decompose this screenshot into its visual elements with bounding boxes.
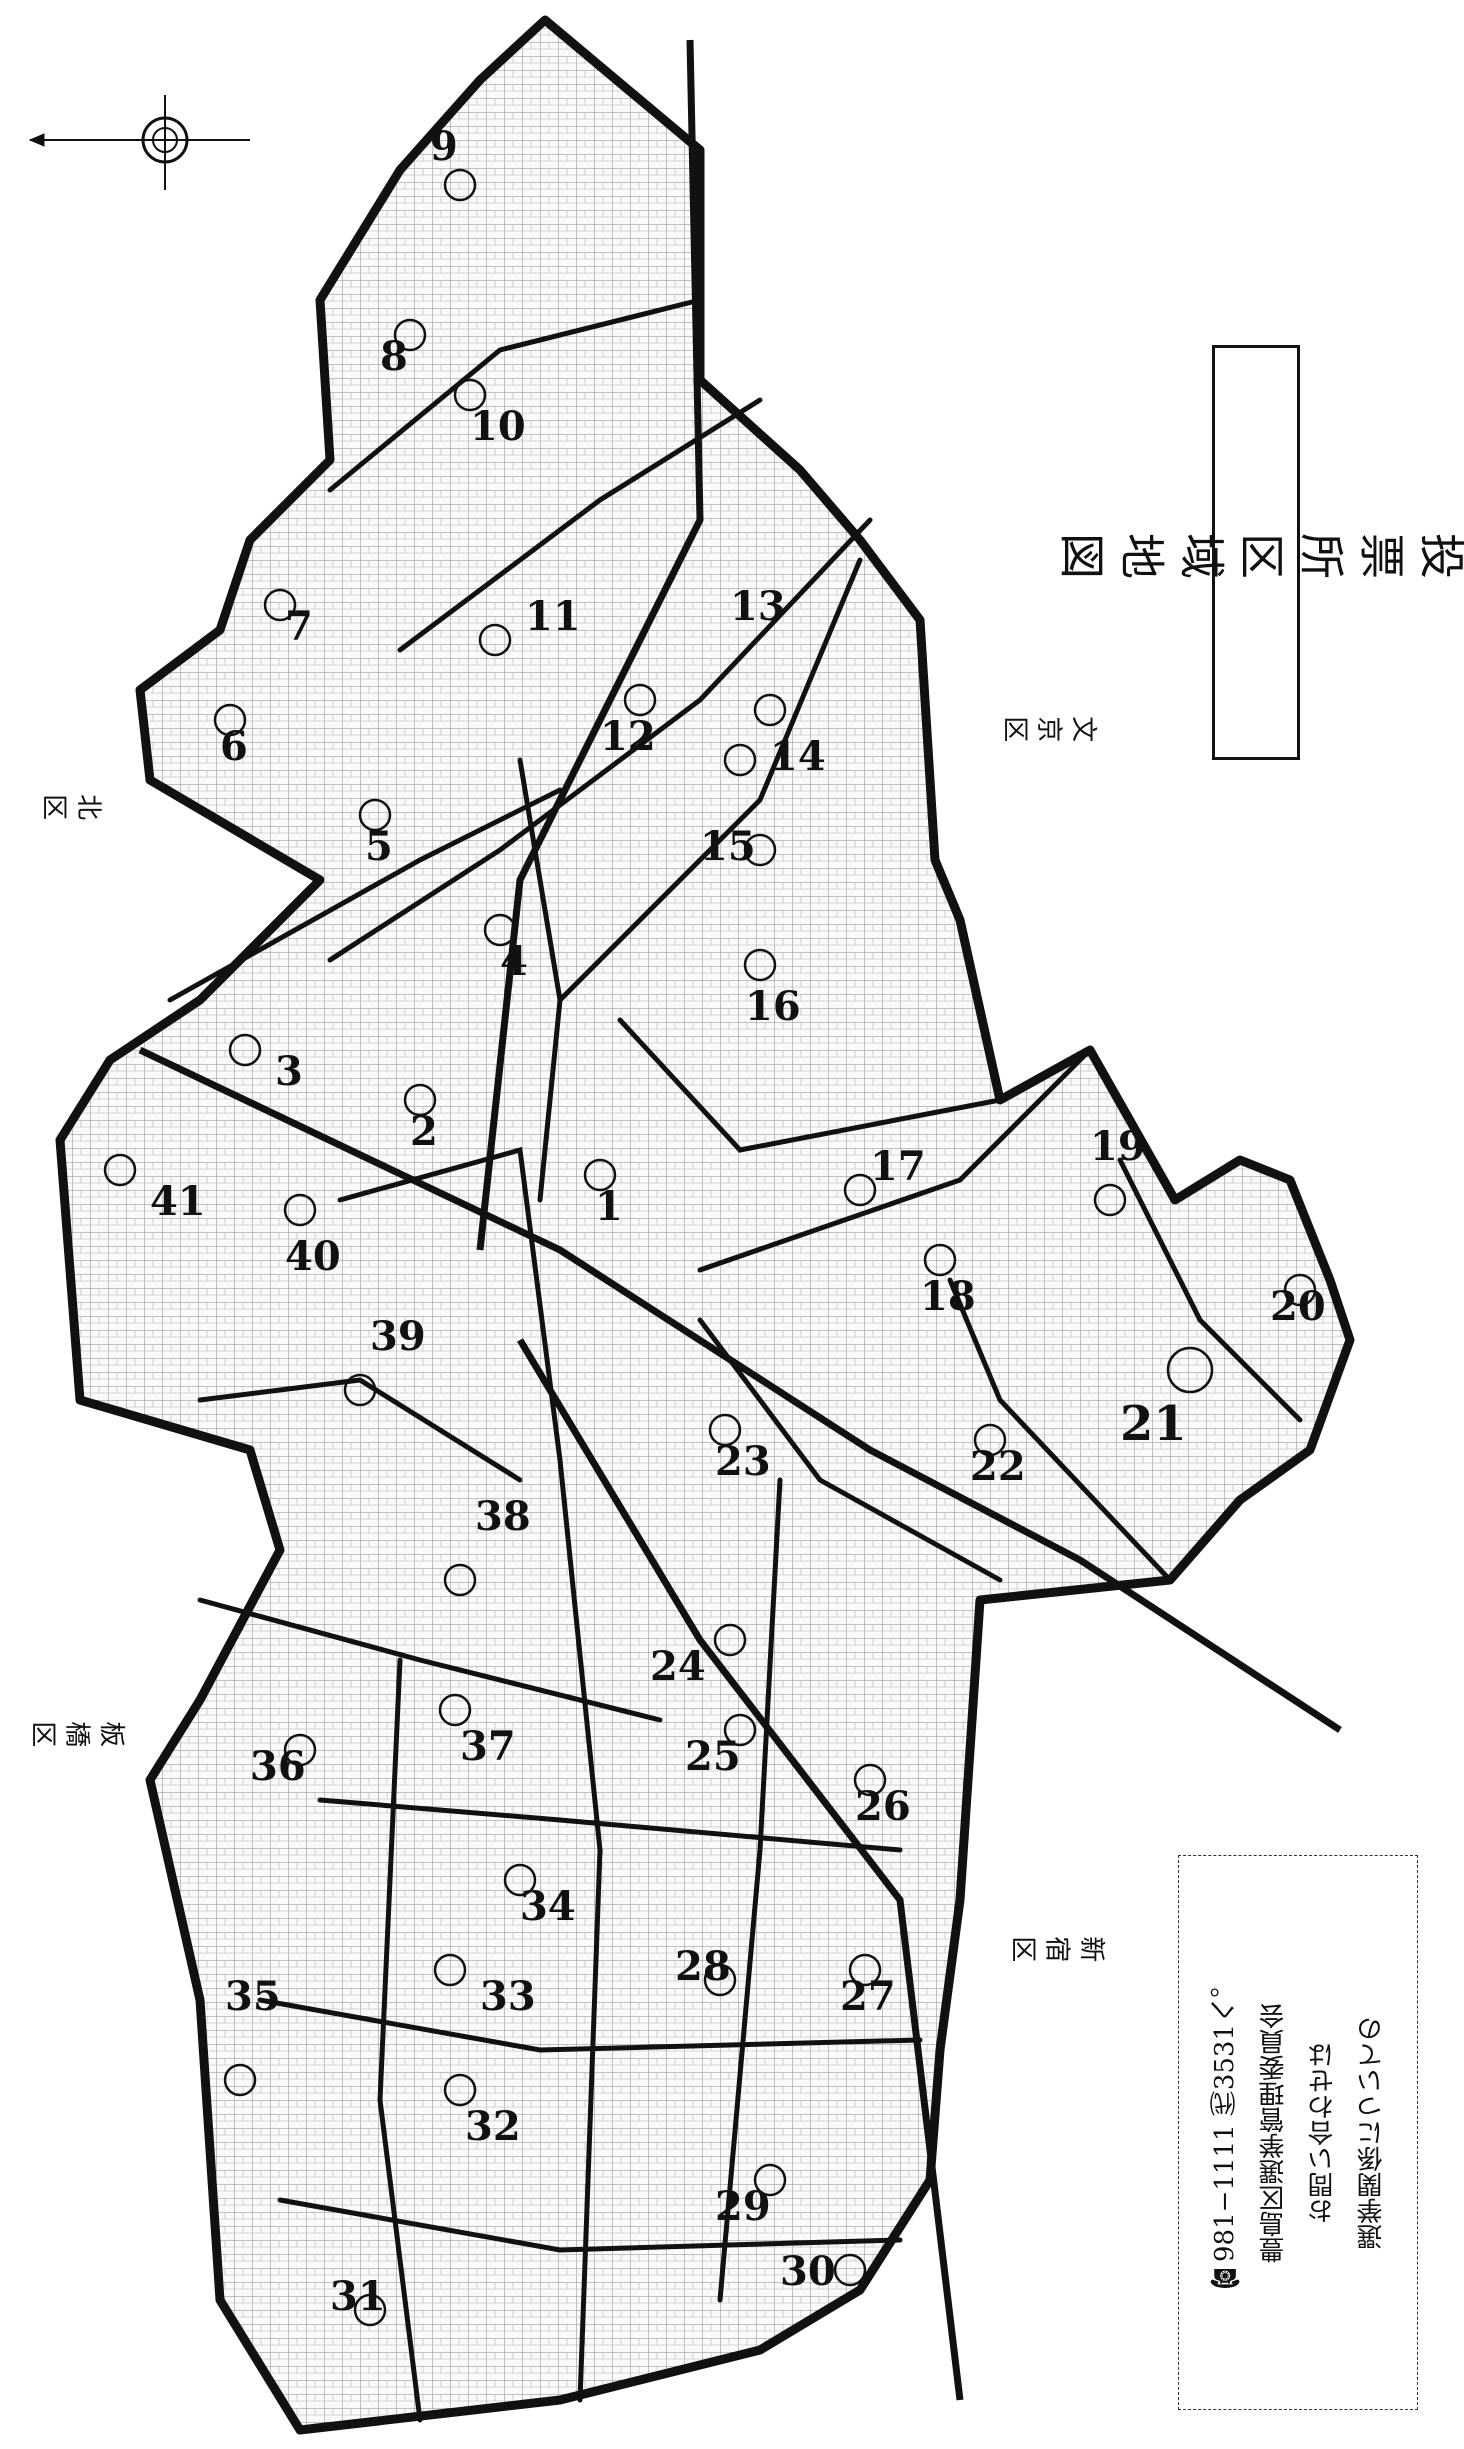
info-line-1: 選挙関係についての: [1357, 2015, 1387, 2250]
district-29: 29: [715, 2183, 771, 2230]
district-7: 7: [285, 603, 313, 650]
district-34: 34: [520, 1883, 576, 1930]
district-15: 15: [700, 823, 756, 870]
district-11: 11: [525, 593, 581, 640]
ward-label-shinjuku: 新 宿 区: [1011, 1931, 1106, 1962]
district-30: 30: [780, 2248, 836, 2295]
district-27: 27: [840, 1973, 896, 2020]
rail-lines: [138, 39, 1342, 2401]
district-20: 20: [1270, 1283, 1326, 1330]
district-36: 36: [250, 1743, 306, 1790]
district-boundaries: [167, 297, 1303, 2423]
district-21: 21: [1120, 1396, 1187, 1452]
district-19: 19: [1090, 1123, 1146, 1170]
district-16: 16: [745, 983, 801, 1030]
district-18: 18: [920, 1273, 976, 1320]
map-title-box: 投票所区域地図: [1046, 345, 1464, 760]
ward-boundary: [55, 15, 1355, 2435]
district-13: 13: [730, 583, 786, 630]
district-32: 32: [465, 2103, 521, 2150]
district-4: 4: [500, 938, 528, 985]
polling-station-markers: [103, 168, 1317, 2327]
district-10: 10: [470, 403, 526, 450]
district-17: 17: [870, 1143, 926, 1190]
info-line-2: お問い合わせは: [1308, 2041, 1338, 2224]
district-2: 2: [410, 1108, 438, 1155]
district-8: 8: [380, 333, 408, 380]
district-9: 9: [430, 123, 458, 170]
district-12: 12: [600, 713, 656, 760]
district-26: 26: [855, 1783, 911, 1830]
ward-label-bunkyo: 文 京 区: [1003, 711, 1098, 742]
district-3: 3: [275, 1048, 303, 1095]
compass-icon: [28, 95, 250, 190]
district-37: 37: [460, 1723, 516, 1770]
district-14: 14: [770, 733, 826, 780]
district-24: 24: [650, 1643, 706, 1690]
map-title: 投票所区域地図: [1046, 525, 1464, 580]
district-5: 5: [365, 823, 393, 870]
district-33: 33: [480, 1973, 536, 2020]
district-25: 25: [685, 1733, 741, 1780]
ward-label-north: 北 区: [42, 789, 103, 820]
district-labels: 1 2 3 4 5 6 7 8 9 10 11 12 13 14 15 16 1…: [150, 123, 1326, 2320]
district-39: 39: [370, 1313, 426, 1360]
district-38: 38: [475, 1493, 531, 1540]
district-6: 6: [220, 723, 248, 770]
info-line-4: ☎981−1111 ㈹3531へ。: [1210, 1972, 1240, 2293]
district-28: 28: [675, 1943, 731, 1990]
contact-info-box: 選挙関係についての お問い合わせは 豊島区選挙管理委員会 ☎981−1111 ㈹…: [1178, 1855, 1418, 2410]
info-line-3: 豊島区選挙管理委員会: [1259, 2002, 1289, 2263]
district-40: 40: [285, 1233, 341, 1280]
district-35: 35: [225, 1973, 281, 2020]
district-41: 41: [150, 1178, 206, 1225]
ward-label-itabashi: 板 橋 区: [31, 1716, 126, 1747]
